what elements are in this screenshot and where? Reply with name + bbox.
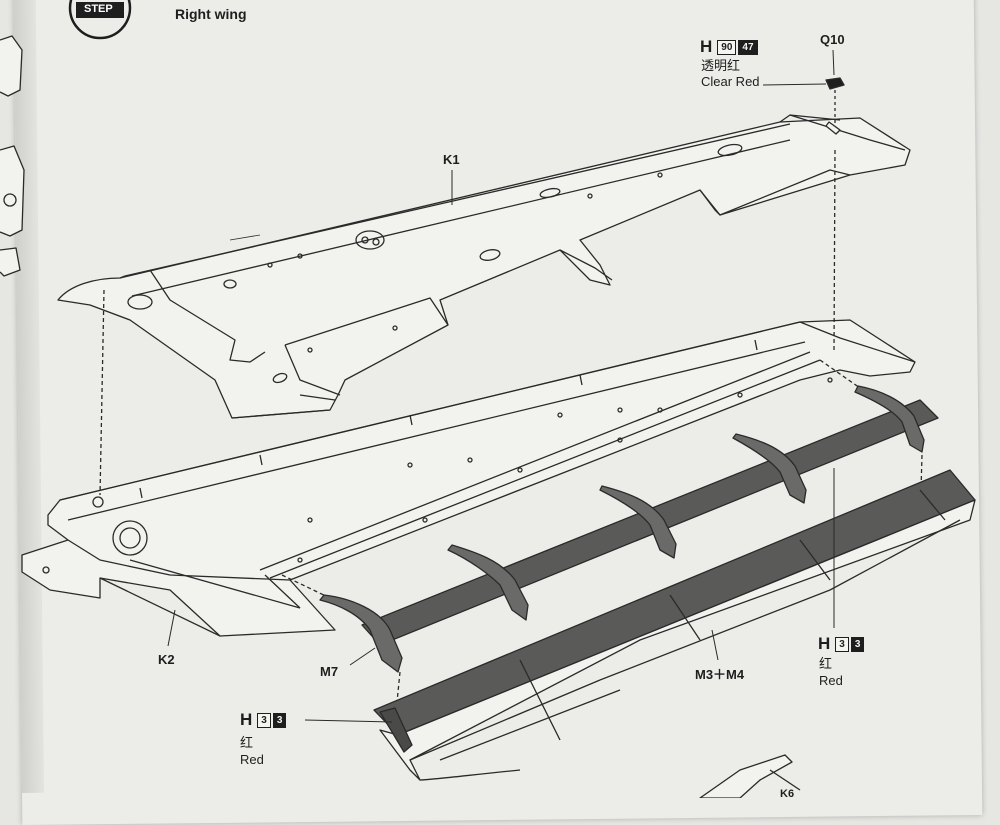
step-badge-label: STEP	[84, 3, 113, 15]
paint-name-cn-red-right: 红	[819, 656, 833, 671]
step-badge	[68, 0, 132, 40]
paint-code-clear-red: H 90 47	[700, 37, 758, 57]
paint-name-cn-clear-red: 透明红	[701, 58, 741, 73]
paint-prefix: H	[240, 710, 253, 729]
part-label-k2: K2	[158, 652, 175, 667]
paint-code-red-right: H 3 3	[818, 634, 865, 654]
part-label-partial: K6	[780, 788, 795, 800]
paint-code-b: 47	[738, 39, 758, 55]
paint-code-a: 3	[257, 712, 271, 728]
part-label-k1: K1	[443, 152, 460, 167]
paint-prefix: H	[818, 634, 831, 653]
part-label-q10: Q10	[820, 32, 845, 47]
step-subtitle: Right wing	[175, 6, 247, 22]
flap-m7	[319, 385, 939, 673]
paint-code-b: 3	[850, 636, 865, 652]
leader-lines	[167, 49, 835, 723]
part-label-m3-m4: M3＋M4	[695, 667, 745, 682]
paint-code-b: 3	[272, 712, 287, 728]
paint-name-cn-red-left: 红	[240, 735, 254, 750]
wing-part-k1	[57, 114, 911, 419]
paint-prefix: H	[700, 37, 713, 56]
paint-code-a: 3	[835, 636, 849, 652]
part-q10	[825, 77, 845, 135]
assembly-diagram	[0, 0, 976, 798]
previous-step-fragment	[0, 35, 25, 277]
part-label-m7: M7	[320, 664, 339, 679]
flap-m3-m4	[373, 469, 976, 781]
paint-code-a: 90	[717, 39, 737, 55]
paint-name-en-red-left: Red	[240, 752, 264, 767]
wing-part-k2	[21, 319, 916, 637]
paint-name-en-red-right: Red	[819, 673, 843, 688]
paint-code-red-left: H 3 3	[240, 710, 287, 730]
partial-next-part	[699, 754, 801, 798]
paint-name-en-clear-red: Clear Red	[701, 74, 760, 89]
